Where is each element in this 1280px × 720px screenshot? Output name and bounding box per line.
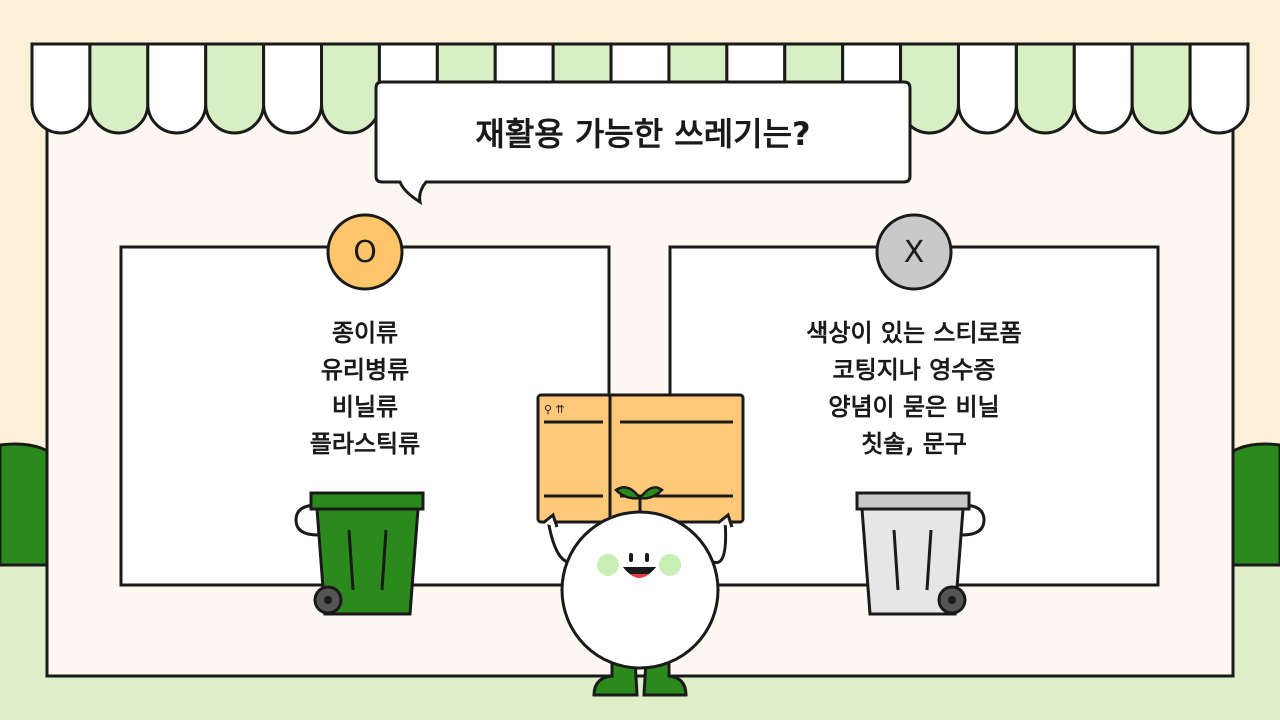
svg-text:⚲ ⇈: ⚲ ⇈ xyxy=(544,403,565,416)
list-item: 칫솔, 문구 xyxy=(861,430,967,458)
sprout-mascot-icon xyxy=(542,486,734,697)
list-item: 비닐류 xyxy=(331,393,399,421)
list-item: 코팅지나 영수증 xyxy=(832,356,996,384)
o-badge xyxy=(326,213,404,291)
grey-trash-bin-icon xyxy=(855,491,986,616)
page-title: 재활용 가능한 쓰레기는? xyxy=(475,115,811,153)
list-item: 양념이 묻은 비닐 xyxy=(828,393,1000,421)
list-item: 종이류 xyxy=(331,319,399,347)
o-badge-label: O xyxy=(353,234,377,270)
list-item: 유리병류 xyxy=(320,356,410,384)
recyclable-list: 종이류 유리병류 비닐류 플라스틱류 xyxy=(121,315,609,463)
x-badge xyxy=(875,213,953,291)
speech-bubble-icon xyxy=(374,80,912,206)
awning-stripe xyxy=(1188,42,1250,134)
non-recyclable-list: 색상이 있는 스티로폼 코팅지나 영수증 양념이 묻은 비닐 칫솔, 문구 xyxy=(670,315,1158,463)
cardboard-box-icon: ⚲ ⇈ xyxy=(536,393,745,524)
list-item: 플라스틱류 xyxy=(309,430,421,458)
green-recycle-bin-icon xyxy=(294,491,425,616)
x-badge-label: X xyxy=(903,234,925,270)
list-item: 색상이 있는 스티로폼 xyxy=(806,319,1022,347)
